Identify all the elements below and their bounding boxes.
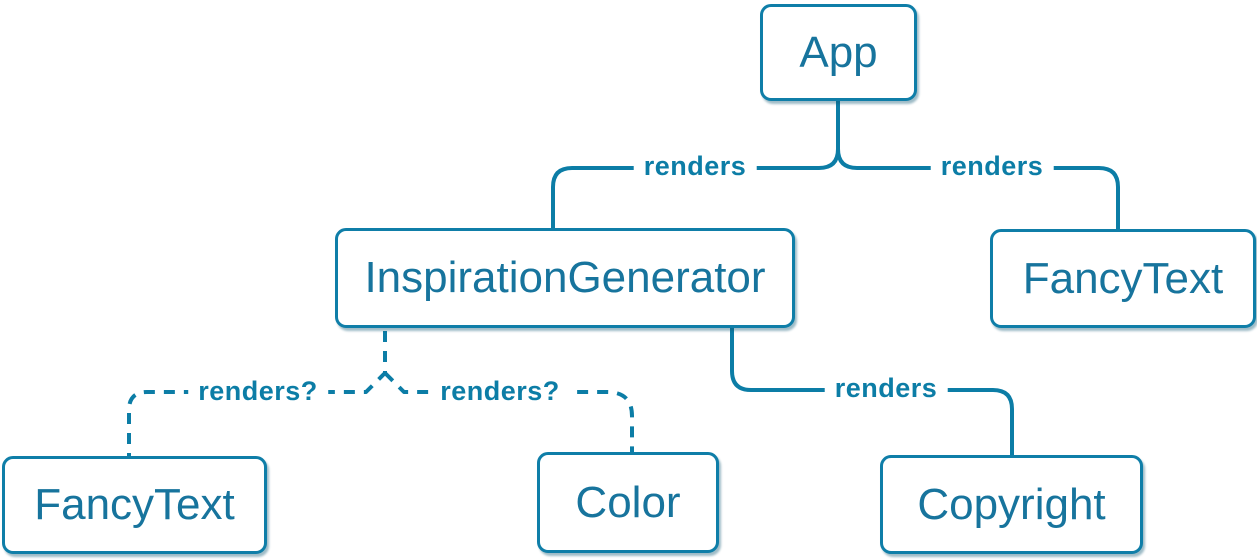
- edge-inspiration-generator-color: [383, 371, 634, 452]
- edge-label-renders-app-ig: renders: [633, 151, 757, 182]
- node-fancy-text-top: FancyText: [990, 229, 1256, 328]
- node-copyright: Copyright: [880, 455, 1143, 554]
- edge-label-renders-copyright: renders: [824, 373, 948, 404]
- node-fancy-text-top-label: FancyText: [1022, 253, 1224, 303]
- node-color: Color: [537, 452, 719, 553]
- node-fancy-text-bottom: FancyText: [2, 456, 267, 554]
- node-inspiration-generator-label: InspirationGenerator: [364, 253, 766, 302]
- node-app: App: [760, 4, 917, 101]
- edge-label-renders-maybe-fancytext: renders?: [188, 376, 328, 407]
- node-color-label: Color: [575, 477, 681, 527]
- edge-label-renders-maybe-color: renders?: [430, 376, 570, 407]
- node-copyright-label: Copyright: [917, 479, 1106, 529]
- node-fancy-text-bottom-label: FancyText: [34, 480, 235, 529]
- edge-label-renders-app-fancytext: renders: [930, 151, 1054, 182]
- node-inspiration-generator: InspirationGenerator: [335, 228, 795, 328]
- node-app-label: App: [799, 27, 878, 77]
